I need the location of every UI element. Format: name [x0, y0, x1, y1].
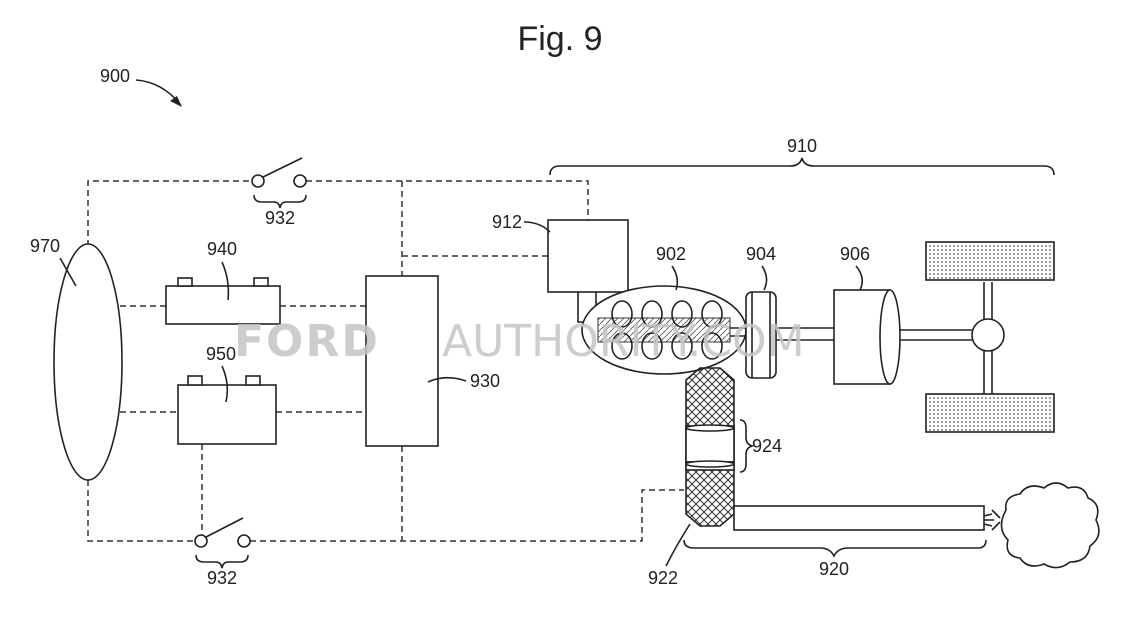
label-924: 924 — [752, 436, 782, 456]
label-900: 900 — [100, 66, 130, 86]
watermark-suffix: AUTHORITY.COM — [442, 316, 805, 367]
leader-950 — [221, 365, 229, 403]
label-932-top: 932 — [265, 208, 295, 228]
label-932-bottom: 932 — [207, 568, 237, 588]
exhaust-cloud — [1000, 482, 1100, 569]
component-904 — [745, 291, 777, 379]
brace-932-top — [253, 194, 307, 209]
exhaust-pipe-920 — [733, 505, 985, 531]
label-906: 906 — [840, 244, 870, 264]
label-922: 922 — [648, 568, 678, 588]
shaft-engine-904 — [730, 327, 746, 337]
label-930: 930 — [470, 371, 500, 391]
label-970: 970 — [30, 236, 60, 256]
wheel-bottom — [925, 393, 1055, 433]
brace-924 — [739, 419, 755, 473]
switch-top — [251, 157, 307, 188]
drive-shaft — [900, 329, 972, 341]
brace-920 — [683, 539, 987, 558]
filter-ring-upper — [685, 424, 735, 432]
differential — [971, 318, 1005, 352]
label-940: 940 — [207, 239, 237, 259]
label-950: 950 — [206, 344, 236, 364]
wiring — [87, 180, 684, 542]
central-unit-930 — [365, 275, 439, 447]
battery-940 — [165, 277, 281, 325]
label-902: 902 — [656, 244, 686, 264]
shaft-904-906 — [776, 327, 834, 341]
leader-930 — [427, 376, 467, 383]
label-910: 910 — [787, 136, 817, 156]
pipe-tip — [983, 509, 1001, 531]
arrowhead-900 — [170, 96, 182, 107]
label-912: 912 — [492, 212, 522, 232]
label-920: 920 — [819, 559, 849, 579]
filter-ring-lower — [685, 460, 735, 468]
brace-932-bottom — [195, 554, 249, 569]
component-906 — [833, 289, 901, 385]
leader-922 — [665, 523, 691, 567]
leader-970 — [59, 257, 77, 287]
leader-904 — [761, 265, 768, 291]
brace-910 — [549, 157, 1055, 176]
figure-title: Fig. 9 — [517, 20, 602, 58]
filter-section-upper — [685, 425, 735, 463]
watermark-brand: FORD — [234, 316, 380, 367]
leader-940 — [221, 261, 230, 301]
label-904: 904 — [746, 244, 776, 264]
ellipse-970 — [53, 243, 123, 481]
leader-906 — [855, 265, 864, 291]
leader-912 — [523, 221, 551, 233]
controller-912 — [547, 219, 629, 293]
engine-902 — [581, 285, 747, 375]
leader-902 — [671, 265, 679, 291]
wheel-top — [925, 241, 1055, 281]
switch-bottom — [194, 517, 251, 548]
